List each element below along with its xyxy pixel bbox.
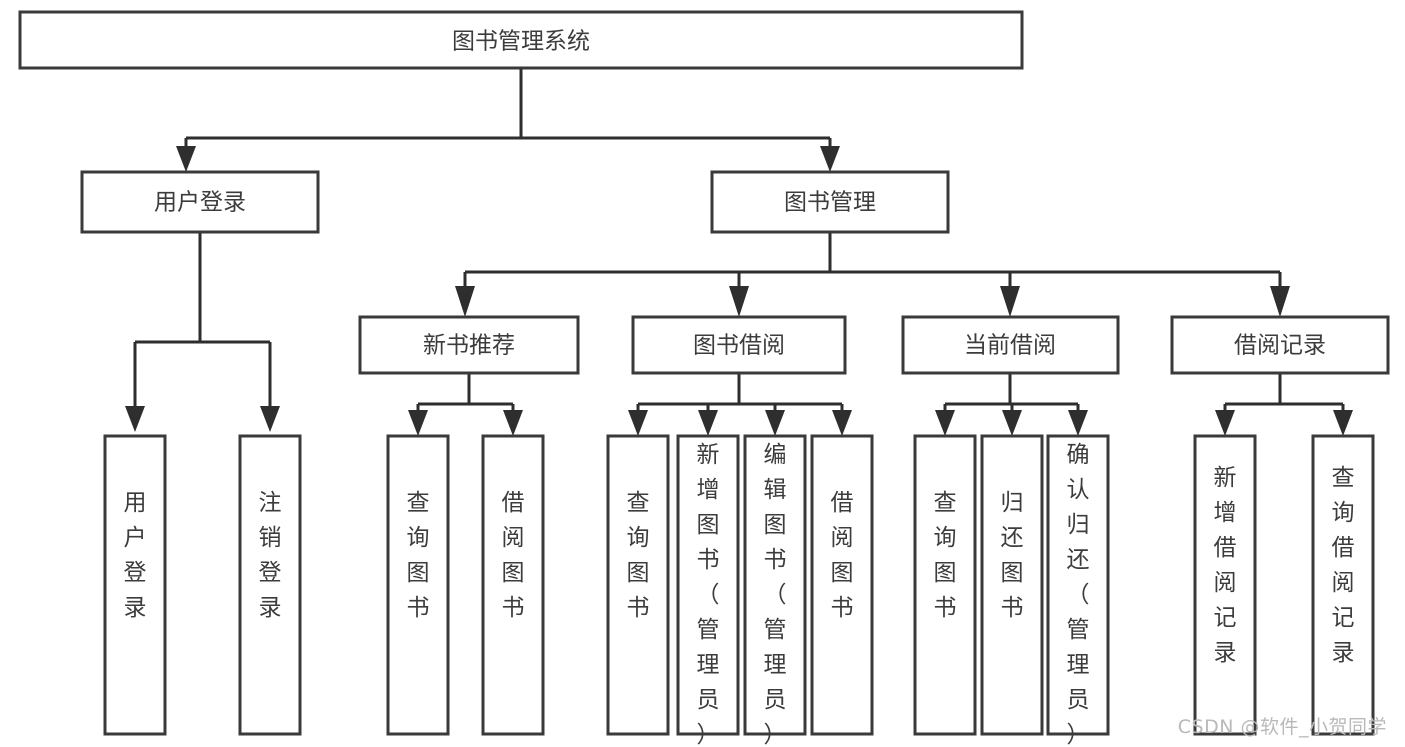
node-leaf-user-logout[interactable]: 注销登录 (238, 434, 302, 736)
node-leaf-borrow-borrow-book-box[interactable] (810, 434, 874, 736)
node-leaf-cur-confirm-return-label: 确认归还（管理员） (1067, 442, 1090, 747)
node-leaf-cur-confirm-return-box[interactable] (1046, 434, 1110, 736)
node-current-borrow[interactable]: 当前借阅 (901, 315, 1120, 375)
arrow-cb-leaf1-icon (935, 410, 955, 436)
arrow-root-to-book-manage-icon (820, 146, 840, 172)
node-leaf-borrow-add-book-box[interactable] (676, 434, 740, 736)
arrow-userlogin-leaf1-icon (125, 406, 145, 432)
edges-layer (125, 68, 1353, 436)
arrow-bm-to-new-book-recommend-icon (455, 286, 475, 317)
node-leaf-cur-return-book-box[interactable] (980, 434, 1044, 736)
node-leaf-user-login[interactable]: 用户登录 (103, 434, 167, 736)
node-leaf-user-login-label: 用户登录 (124, 490, 147, 621)
node-leaf-borrow-add-book[interactable]: 新增图书（管理员） (676, 434, 740, 747)
node-book-borrow-box[interactable] (631, 315, 847, 375)
node-leaf-rec-query-book-label: 查询图书 (407, 490, 430, 621)
node-leaf-borrow-edit-book-box[interactable] (743, 434, 807, 736)
arrow-nbr-leaf1-icon (408, 410, 428, 436)
arrow-bb-leaf2-icon (698, 410, 718, 436)
node-leaf-rec-query-record-label: 查询借阅记录 (1332, 465, 1355, 666)
arrow-root-to-user-login-icon (176, 146, 196, 172)
arrow-userlogin-leaf2-icon (260, 406, 280, 432)
node-leaf-rec-borrow-book-label: 借阅图书 (502, 490, 525, 621)
arrow-br-leaf2-icon (1333, 410, 1353, 436)
node-leaf-borrow-query-book-box[interactable] (606, 434, 670, 736)
node-book-manage[interactable]: 图书管理 (710, 170, 950, 234)
node-current-borrow-box[interactable] (901, 315, 1120, 375)
node-leaf-user-logout-box[interactable] (238, 434, 302, 736)
node-user-login-box[interactable] (80, 170, 320, 234)
node-user-login-label: 用户登录 (154, 190, 246, 216)
node-leaf-user-login-box[interactable] (103, 434, 167, 736)
node-borrow-record-box[interactable] (1170, 315, 1390, 375)
node-new-book-recommend-box[interactable] (358, 315, 580, 375)
node-leaf-rec-add-record-box[interactable] (1193, 434, 1257, 736)
node-leaf-rec-borrow-book[interactable]: 借阅图书 (481, 434, 545, 736)
node-leaf-borrow-borrow-book[interactable]: 借阅图书 (810, 434, 874, 736)
arrow-bm-to-book-borrow-icon (729, 286, 749, 317)
node-borrow-record[interactable]: 借阅记录 (1170, 315, 1390, 375)
node-new-book-recommend-label: 新书推荐 (423, 333, 515, 359)
node-leaf-cur-confirm-return[interactable]: 确认归还（管理员） (1046, 434, 1110, 747)
node-leaf-user-logout-label: 注销登录 (259, 490, 282, 621)
node-leaf-borrow-borrow-book-label: 借阅图书 (831, 490, 854, 621)
watermark-text: CSDN @软件_小贺同学 (1177, 716, 1387, 738)
arrow-bm-to-current-borrow-icon (1000, 286, 1020, 317)
node-leaf-cur-return-book[interactable]: 归还图书 (980, 434, 1044, 736)
node-leaf-rec-borrow-book-box[interactable] (481, 434, 545, 736)
arrow-cb-leaf2-icon (1002, 410, 1022, 436)
arrow-nbr-leaf2-icon (503, 410, 523, 436)
node-leaf-borrow-edit-book[interactable]: 编辑图书（管理员） (743, 434, 807, 747)
node-book-manage-box[interactable] (710, 170, 950, 234)
node-leaf-borrow-add-book-label: 新增图书（管理员） (697, 442, 720, 747)
node-book-borrow[interactable]: 图书借阅 (631, 315, 847, 375)
node-leaf-rec-add-record-label: 新增借阅记录 (1214, 465, 1237, 666)
node-book-borrow-label: 图书借阅 (693, 333, 785, 359)
node-current-borrow-label: 当前借阅 (964, 333, 1056, 359)
node-book-manage-label: 图书管理 (784, 190, 876, 216)
arrow-br-leaf1-icon (1215, 410, 1235, 436)
node-leaf-borrow-edit-book-label: 编辑图书（管理员） (764, 442, 787, 747)
node-root[interactable]: 图书管理系统 (18, 10, 1024, 70)
node-leaf-rec-query-record-box[interactable] (1311, 434, 1375, 736)
arrow-bb-leaf4-icon (832, 410, 852, 436)
node-leaf-borrow-query-book-label: 查询图书 (627, 490, 650, 621)
node-new-book-recommend[interactable]: 新书推荐 (358, 315, 580, 375)
arrow-bm-to-borrow-record-icon (1270, 286, 1290, 317)
node-leaf-borrow-query-book[interactable]: 查询图书 (606, 434, 670, 736)
node-borrow-record-label: 借阅记录 (1234, 333, 1326, 359)
node-leaf-rec-query-book[interactable]: 查询图书 (386, 434, 450, 736)
node-leaf-cur-query-book[interactable]: 查询图书 (913, 434, 977, 736)
node-root-label: 图书管理系统 (452, 29, 590, 55)
node-leaf-rec-add-record[interactable]: 新增借阅记录 (1193, 434, 1257, 736)
node-root-box[interactable] (18, 10, 1024, 70)
arrow-cb-leaf3-icon (1068, 410, 1088, 436)
node-leaf-cur-query-book-box[interactable] (913, 434, 977, 736)
arrow-bb-leaf1-icon (628, 410, 648, 436)
node-leaf-rec-query-record[interactable]: 查询借阅记录 (1311, 434, 1375, 736)
node-leaf-cur-return-book-label: 归还图书 (1001, 490, 1024, 621)
arrow-bb-leaf3-icon (765, 410, 785, 436)
node-leaf-rec-query-book-box[interactable] (386, 434, 450, 736)
node-leaf-cur-query-book-label: 查询图书 (934, 490, 957, 621)
node-user-login[interactable]: 用户登录 (80, 170, 320, 234)
